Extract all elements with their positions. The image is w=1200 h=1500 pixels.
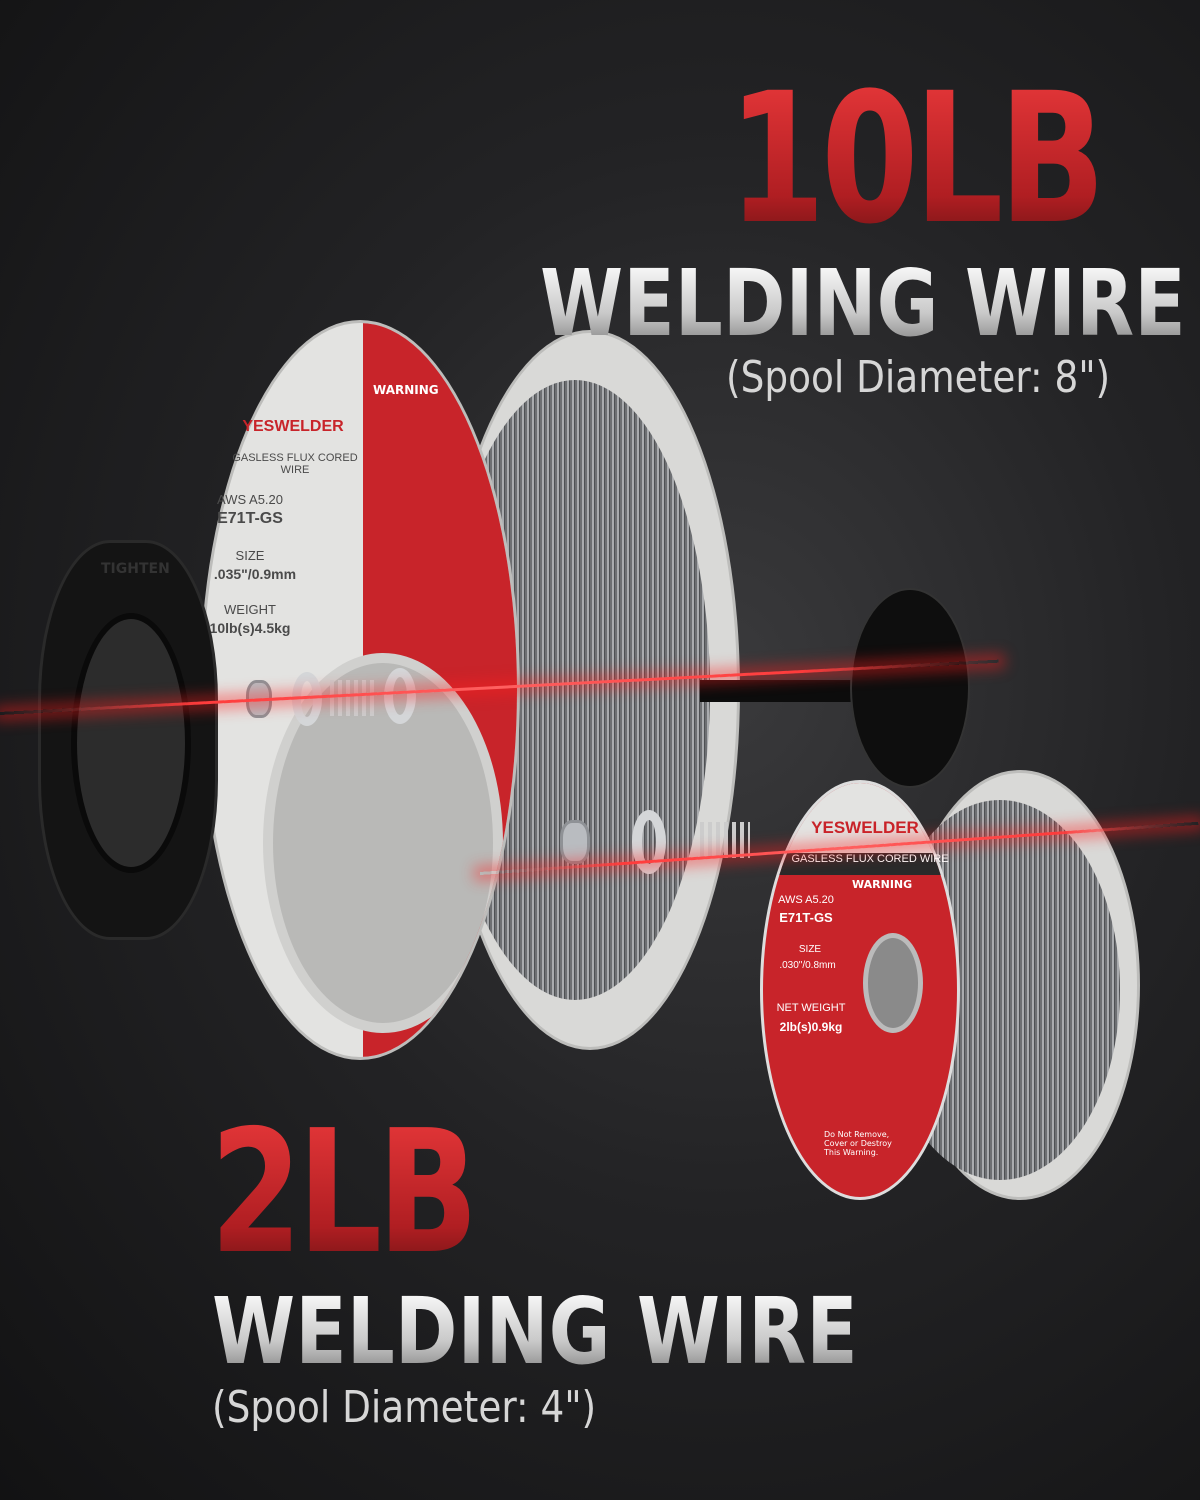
small-brand-logo: YESWELDER [811, 818, 919, 837]
tightening-knob: TIGHTEN [38, 540, 218, 940]
spool-diameter-4: (Spool Diameter: 4") [212, 1382, 597, 1433]
small-size-label: SIZE [798, 944, 822, 955]
headline-2lb: 2LB [210, 1094, 478, 1292]
small-lock-nut [560, 820, 590, 864]
small-warning-title: WARNING [852, 878, 913, 891]
headline-welding-wire-top: WELDING WIRE [540, 250, 1186, 357]
spring [330, 680, 378, 716]
size-value: .035"/0.9mm [213, 566, 297, 582]
small-spool: YESWELDER GASLESS FLUX CORED WIRE WARNIN… [760, 770, 1160, 1210]
size-label: SIZE [235, 548, 265, 563]
small-warning-footer: Do Not Remove, Cover or Destroy This War… [824, 1130, 892, 1157]
small-washer [632, 810, 666, 874]
small-weight-value: 2lb(s)0.9kg [779, 1020, 843, 1034]
classification: E71T-GS [217, 510, 283, 527]
headline-10lb: 10LB [728, 55, 1106, 264]
weight-label: WEIGHT [224, 602, 276, 617]
wire-type: GASLESS FLUX CORED WIRE [232, 452, 358, 476]
weight-value: 10lb(s)4.5kg [209, 620, 291, 636]
small-size-value: .030"/0.8mm [779, 960, 836, 971]
large-spool: WARNING YESWELDER GASLESS FLUX CORED WIR… [200, 320, 760, 1080]
small-classification: E71T-GS [779, 910, 833, 925]
spool-diameter-8: (Spool Diameter: 8") [726, 352, 1111, 403]
aws-standard: AWS A5.20 [217, 492, 283, 507]
washer-2 [384, 668, 416, 724]
small-weight-label: NET WEIGHT [776, 1002, 846, 1014]
axle-end-cap [850, 588, 970, 788]
headline-welding-wire-bottom: WELDING WIRE [212, 1278, 858, 1385]
brand-logo: YESWELDER [242, 418, 344, 435]
warning-title: WARNING [373, 383, 439, 397]
small-wire-type: GASLESS FLUX CORED WIRE [791, 853, 949, 865]
knob-text: TIGHTEN [101, 561, 170, 577]
small-aws-standard: AWS A5.20 [778, 894, 834, 906]
small-spring [700, 822, 750, 858]
